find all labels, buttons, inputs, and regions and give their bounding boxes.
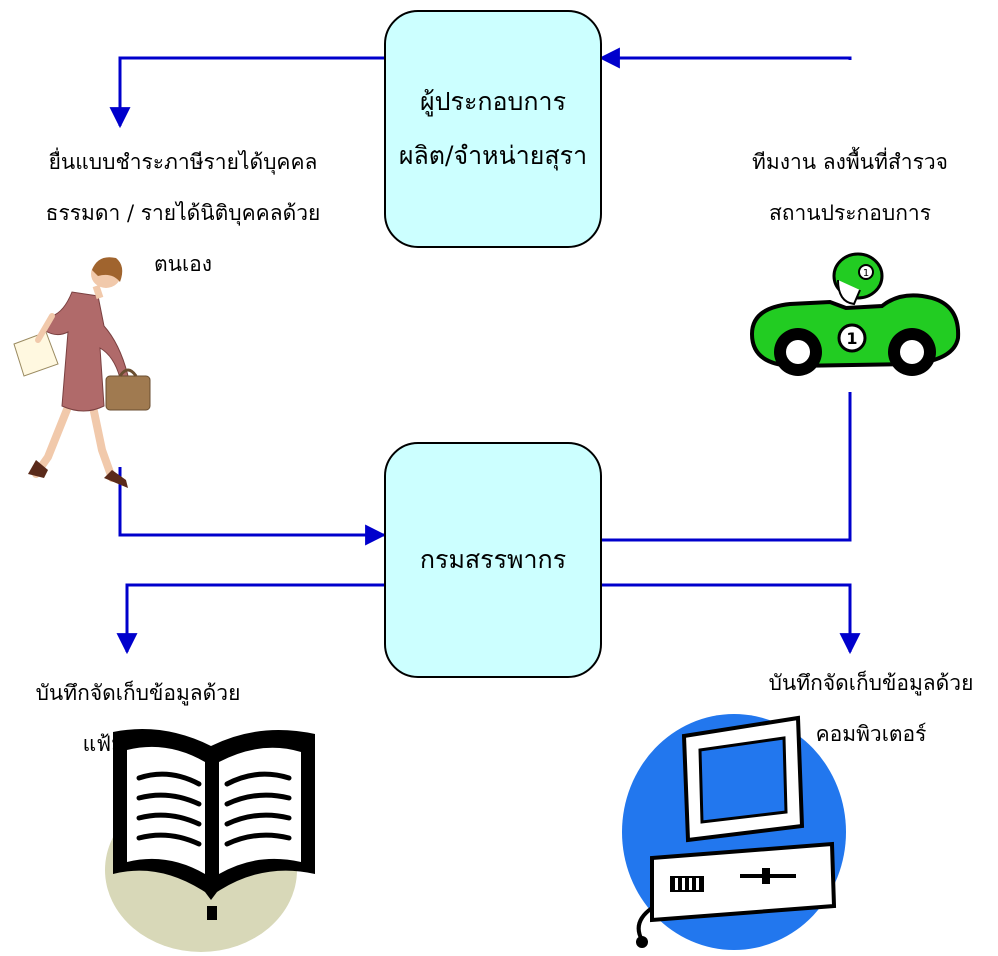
record-computer-label: บันทึกจัดเก็บข้อมูลด้วย คอมพิวเตอร์ [748,658,994,760]
self-file-line1: ยื่นแบบชำระภาษีรายได้บุคคล [48,150,318,174]
arrow-selffile-to-revenue [118,467,387,546]
arrow-operator-to-selffile [109,56,385,129]
revenue-dept-label: กรมสรรพากร [419,545,567,574]
record-computer-line1: บันทึกจัดเก็บข้อมูลด้วย [768,671,974,695]
car-number: 1 [846,329,857,348]
arrow-survey-to-operator [601,58,852,60]
arrow-revenue-to-docs [116,583,385,655]
self-file-line3: ตนเอง [153,252,213,276]
computer-icon [622,714,846,950]
survey-team-line1: ทีมงาน ลงพื้นที่สำรวจ [752,150,948,174]
arrow-revenue-to-computer [601,583,861,655]
record-computer-line2: คอมพิวเตอร์ [815,722,927,746]
businesswoman-icon [13,257,151,488]
race-car-icon: 1 1 [749,252,961,376]
open-book-icon [105,729,315,952]
self-file-line2: ธรรมดา / รายได้นิติบุคคลด้วย [45,201,321,225]
line-revenue-to-survey [601,392,852,542]
revenue-dept-box: กรมสรรพากร [384,442,602,678]
self-file-label: ยื่นแบบชำระภาษีรายได้บุคคล ธรรมดา / รายไ… [25,137,341,290]
operator-box: ผู้ประกอบการ ผลิต/จำหน่ายสุรา [384,10,602,248]
survey-team-line2: สถานประกอบการ [768,201,931,225]
survey-team-label: ทีมงาน ลงพื้นที่สำรวจ สถานประกอบการ [712,137,988,239]
helmet-number: 1 [863,268,869,279]
operator-box-line2: ผลิต/จำหน่ายสุรา [398,141,588,170]
operator-box-line1: ผู้ประกอบการ [420,87,566,116]
record-docs-line1: บันทึกจัดเก็บข้อมูลด้วย [35,681,241,705]
